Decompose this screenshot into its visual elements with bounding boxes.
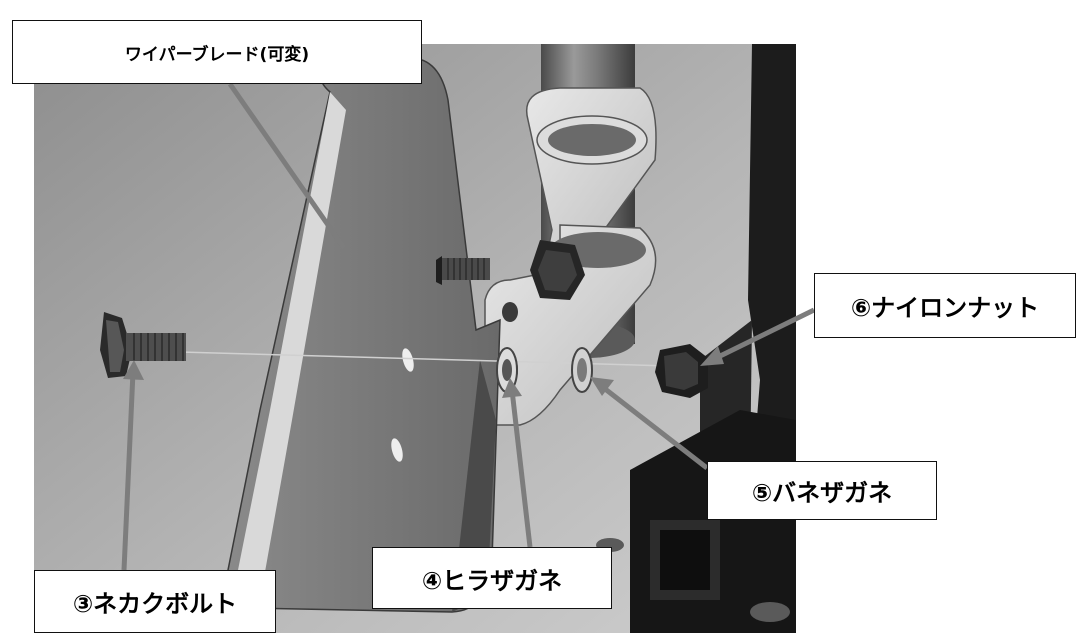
arrow-spring-washer bbox=[590, 377, 709, 470]
callout-carriage-bolt: ③ネカクボルト bbox=[34, 570, 276, 633]
callout-arrows bbox=[121, 82, 816, 571]
callout-wiper-blade: ワイパーブレード(可変) bbox=[12, 20, 422, 84]
arrow-nylon-nut bbox=[700, 307, 816, 366]
label-wiper-blade: ワイパーブレード(可変) bbox=[124, 44, 310, 65]
carriage-bolt-part bbox=[100, 312, 186, 378]
label-carriage-bolt: ③ネカクボルト bbox=[72, 590, 238, 618]
label-flat-washer: ④ヒラザガネ bbox=[421, 566, 563, 595]
spring-washer-part bbox=[571, 347, 593, 393]
rear-nut bbox=[530, 240, 585, 300]
nylon-nut-part bbox=[655, 344, 708, 398]
label-nylon-nut: ⑥ナイロンナット bbox=[850, 294, 1040, 322]
arrow-carriage-bolt bbox=[121, 360, 144, 571]
arrow-wiper-blade bbox=[227, 82, 347, 250]
bolt-through-plate bbox=[436, 256, 490, 285]
callout-flat-washer: ④ヒラザガネ bbox=[372, 547, 612, 609]
label-spring-washer: ⑤バネザガネ bbox=[751, 479, 893, 507]
clamp-bracket bbox=[483, 87, 657, 426]
callout-nylon-nut: ⑥ナイロンナット bbox=[814, 273, 1076, 338]
callout-spring-washer: ⑤バネザガネ bbox=[707, 461, 937, 520]
arrow-flat-washer bbox=[502, 378, 533, 548]
